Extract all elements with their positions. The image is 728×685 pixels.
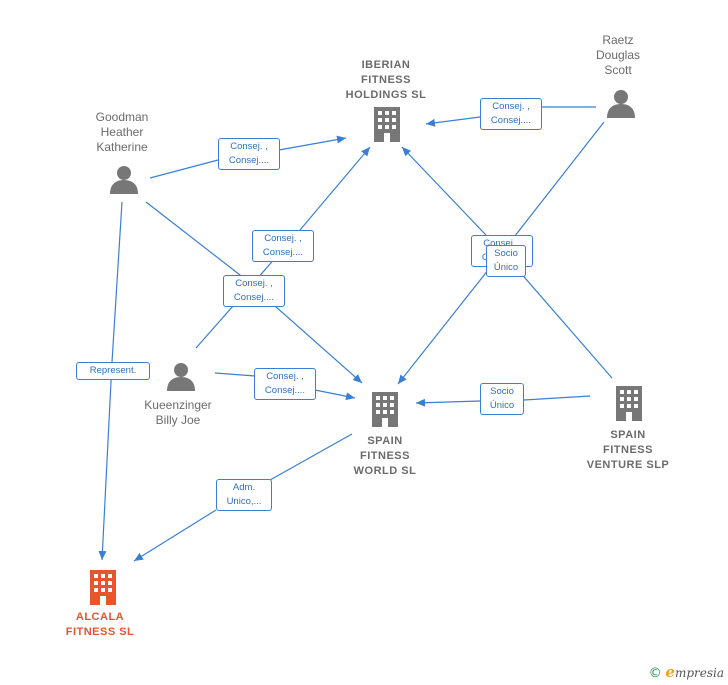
node-spain-venture-label[interactable]: SPAIN FITNESS VENTURE SLP (586, 429, 670, 471)
building-icon (90, 570, 116, 605)
node-kueenzinger-label[interactable]: Kueenzinger Billy Joe (144, 398, 212, 427)
node-raetz-label[interactable]: Raetz Douglas Scott (595, 33, 641, 77)
edge-label-goodman-world[interactable]: Consej. , Consej.... (223, 275, 285, 307)
edge-label-venture-world[interactable]: Socio Único (480, 383, 524, 415)
edge-goodman-alcala (98, 201, 123, 561)
building-icon (372, 392, 398, 427)
copyright-icon: © (648, 666, 662, 681)
node-alcala-label[interactable]: ALCALA FITNESS SL (65, 611, 135, 638)
node-goodman-label[interactable]: Goodman Heather Katherine (95, 110, 149, 154)
edge-label-kueen-iberian[interactable]: Consej. , Consej.... (252, 230, 314, 262)
edge-label-venture-iberian[interactable]: Socio Único (486, 245, 526, 277)
edge-raetz-iberian (426, 106, 596, 124)
brand-watermark: © empresia (649, 663, 724, 681)
node-spain-world-label[interactable]: SPAIN FITNESS WORLD SL (353, 435, 417, 477)
edge-venture-world (416, 396, 591, 403)
person-icon (607, 90, 635, 118)
edge-label-raetz-iberian[interactable]: Consej. , Consej.... (480, 98, 542, 130)
edge-label-goodman-iberian[interactable]: Consej. , Consej.... (218, 138, 280, 170)
brand-initial: e (665, 663, 675, 681)
edge-label-goodman-alcala[interactable]: Represent. (76, 362, 150, 380)
building-icon (616, 386, 642, 421)
node-iberian-label[interactable]: IBERIAN FITNESS HOLDINGS SL (345, 59, 427, 101)
person-icon (110, 166, 138, 194)
brand-name: mpresia (674, 666, 724, 680)
edge-label-kueen-world[interactable]: Consej. , Consej.... (254, 368, 316, 400)
edge-world-alcala (134, 433, 353, 561)
edge-label-world-alcala[interactable]: Adm. Unico,... (216, 479, 272, 511)
person-icon (167, 363, 195, 391)
edge-kueen-world (214, 372, 355, 398)
building-icon (374, 107, 400, 142)
edge-goodman-iberian (149, 138, 346, 179)
